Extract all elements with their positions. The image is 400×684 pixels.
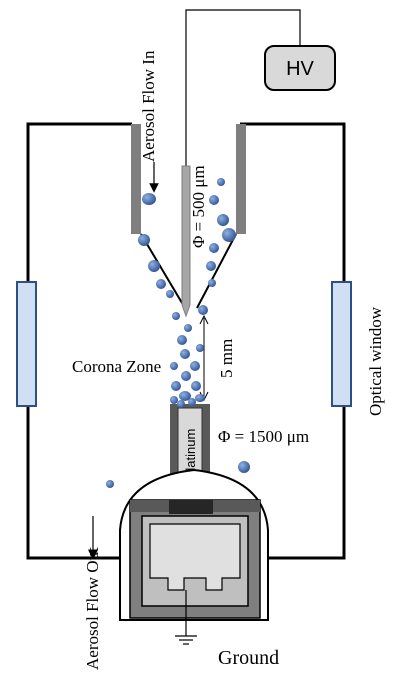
optical-window-left: [16, 281, 37, 407]
needle-electrode: [181, 165, 191, 318]
particle: [138, 234, 150, 246]
particle: [217, 178, 225, 186]
particle: [170, 362, 178, 370]
particle: [209, 243, 219, 253]
inlet-funnel: [131, 124, 246, 309]
platinum-label: Platinum: [183, 429, 198, 480]
particle: [184, 324, 192, 332]
particle: [217, 214, 229, 226]
hv-box: [264, 45, 336, 91]
particle: [106, 480, 114, 488]
particle: [206, 261, 216, 271]
particle: [172, 312, 180, 320]
ground-label: Ground: [218, 647, 279, 669]
optical-window-right: [331, 281, 352, 407]
particle: [181, 371, 191, 381]
particle: [222, 228, 236, 242]
particle: [209, 195, 219, 205]
aerosol-particles: [106, 178, 250, 488]
particle: [191, 381, 201, 391]
gap-label: 5 mm: [217, 339, 236, 378]
gap-dimension: [199, 314, 209, 402]
particle: [198, 305, 208, 315]
optical-window-label: Optical window: [366, 306, 385, 416]
base-housing: [119, 468, 269, 621]
particle: [156, 279, 166, 289]
particle: [190, 361, 200, 371]
particle: [179, 391, 191, 401]
ground-symbol: [175, 590, 197, 645]
particle: [196, 344, 204, 352]
particle: [180, 349, 190, 359]
particle: [238, 461, 250, 473]
particle: [195, 394, 205, 402]
needle-diameter-label: Φ = 500 μm: [189, 165, 208, 248]
aerosol-out-label: Aerosol Flow Out: [83, 547, 102, 670]
particle: [177, 335, 187, 345]
particle: [188, 398, 196, 406]
particle: [177, 400, 185, 408]
electrode-diameter-label: Φ = 1500 μm: [218, 427, 309, 446]
hv-wiring: [185, 9, 301, 170]
particle: [170, 396, 178, 404]
corona-zone-label: Corona Zone: [72, 357, 161, 376]
aerosol-in-label: Aerosol Flow In: [139, 50, 158, 162]
particle: [166, 290, 174, 298]
particle: [171, 381, 181, 391]
particle: [142, 193, 156, 205]
hv-label: HV: [286, 58, 314, 80]
particle: [208, 279, 216, 287]
particle: [148, 260, 160, 272]
